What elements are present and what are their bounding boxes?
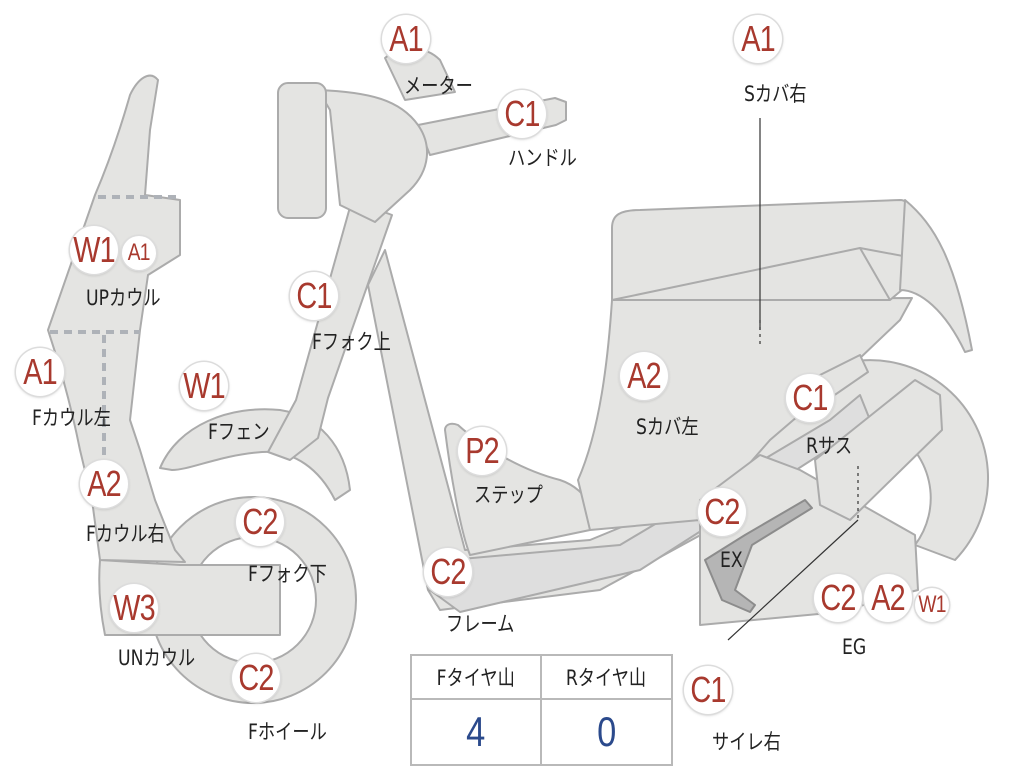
tire-tread-table: Fタイヤ山 Rタイヤ山 4 0 — [410, 654, 673, 766]
part-badge-f-fork-lower: C2 — [236, 498, 284, 546]
front-fork-upper — [267, 199, 393, 461]
part-label-s-cover-left: Sカバ左 — [636, 415, 699, 439]
part-badge-f-cowl-right: A2 — [80, 460, 128, 508]
exhaust-pipe — [704, 499, 813, 613]
part-badge-exhaust: C2 — [698, 488, 746, 536]
part-badge-un-cowl: W3 — [110, 584, 158, 632]
headlight — [277, 82, 327, 219]
tail-light — [899, 199, 973, 353]
part-badge-meter: A1 — [382, 15, 430, 63]
part-label-handle: ハンドル — [508, 146, 577, 170]
engine-block — [699, 454, 919, 626]
part-label-f-cowl-right: Fカウル右 — [86, 522, 165, 546]
part-label-engine: EG — [842, 635, 867, 659]
part-label-r-suspension: Rサス — [806, 434, 853, 458]
part-label-meter: メーター — [404, 74, 473, 98]
part-label-f-fork-lower: Fフォク下 — [248, 562, 327, 586]
part-badge-engine: C2 — [814, 574, 862, 622]
part-label-f-fork-upper: Fフォク上 — [312, 330, 391, 354]
part-label-f-wheel: Fホイール — [248, 720, 327, 744]
part-badge-f-cowl-left: A1 — [16, 348, 64, 396]
part-badge-handle: C1 — [498, 90, 546, 138]
part-label-exhaust: EX — [720, 548, 743, 572]
tire-value-front: 4 — [412, 700, 542, 764]
tire-value-rear: 0 — [596, 708, 616, 755]
part-label-f-fender: Fフェン — [208, 420, 270, 444]
frame-lower — [429, 394, 871, 613]
tire-header-front: Fタイヤ山 — [412, 656, 542, 700]
part-sub-badge-up-cowl: A1 — [122, 236, 156, 270]
front-wheel — [149, 496, 357, 704]
part-badge-f-wheel: C2 — [232, 654, 280, 702]
part-badge-r-suspension: C1 — [786, 374, 834, 422]
part-badge-step: P2 — [458, 427, 506, 475]
part-label-silencer-right: サイレ右 — [712, 730, 781, 754]
part-label-up-cowl: UPカウル — [86, 286, 161, 310]
part-label-f-cowl-left: Fカウル左 — [32, 406, 111, 430]
part-sub-badge-engine-1: A2 — [864, 574, 912, 622]
tire-header-rear: Rタイヤ山 — [541, 656, 671, 700]
part-badge-silencer-right: C1 — [684, 666, 732, 714]
part-badge-f-fork-upper: C1 — [290, 272, 338, 320]
seat — [611, 199, 936, 301]
part-badge-s-cover-right: A1 — [734, 15, 782, 63]
part-label-s-cover-right: Sカバ右 — [744, 82, 807, 106]
leader-silencer — [727, 519, 859, 641]
part-badge-s-cover-left: A2 — [620, 352, 668, 400]
part-badge-f-fender: W1 — [180, 362, 228, 410]
silencer — [814, 379, 943, 521]
part-sub-badge-engine-2: W1 — [915, 588, 949, 622]
part-badge-frame: C2 — [424, 548, 472, 596]
part-label-un-cowl: UNカウル — [118, 646, 196, 670]
part-label-frame: フレーム — [446, 612, 515, 636]
part-badge-up-cowl: W1 — [70, 226, 118, 274]
part-label-step: ステップ — [474, 483, 543, 507]
front-head-body — [317, 89, 429, 223]
